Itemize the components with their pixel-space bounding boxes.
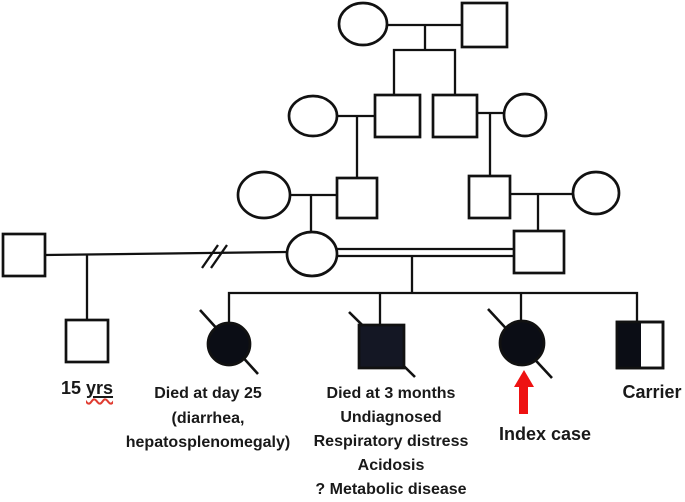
label-line: ? Metabolic disease: [315, 481, 467, 498]
individuals: [1, 1, 665, 370]
individual-gen2-wife-right: [502, 92, 548, 138]
carrier-half-fill: [617, 322, 641, 368]
label-line: Died at 3 months: [326, 385, 456, 402]
individual-father: [512, 229, 566, 275]
gen1-sibship-line: [392, 48, 457, 95]
individual-first-husband: [1, 232, 47, 278]
individual-gen2-wife-left: [287, 94, 339, 138]
label-line: (diarrhea,: [171, 409, 245, 427]
label-line: Died at day 25: [154, 385, 262, 402]
age-unit: yrs: [86, 378, 114, 398]
individual-gen1-grandmother: [337, 1, 389, 47]
individual-halfbrother-15yrs: [64, 318, 110, 364]
individual-index-case: [498, 319, 546, 367]
label-carrier: Carrier: [622, 382, 682, 402]
individual-mother: [285, 230, 339, 278]
carrier-outline: [615, 320, 665, 370]
relationship-lines: [44, 23, 639, 325]
individual-gen3-grandfather-right: [467, 174, 512, 220]
label-died-day25: Died at day 25 (diarrhea, hepatosplenome…: [112, 382, 304, 456]
separation-slash-1: [201, 244, 219, 269]
individual-gen2-son-right: [431, 93, 479, 139]
individual-gen3-grandmother-right: [571, 170, 621, 216]
label-line: hepatosplenomegaly): [125, 434, 291, 451]
label-line: Respiratory distress: [313, 433, 469, 450]
label-line: Acidosis: [357, 457, 425, 474]
individual-affected-girl-day25: [206, 321, 252, 367]
individual-gen2-son-left: [373, 93, 422, 139]
individual-affected-boy-3months: [357, 323, 406, 370]
separated-union-line: [44, 250, 288, 257]
individual-gen3-grandfather-left: [335, 176, 379, 220]
label-line: Undiagnosed: [340, 409, 442, 426]
age-number: 15: [60, 378, 81, 398]
index-case-arrow-icon: [514, 370, 534, 414]
separation-slash-2: [210, 244, 228, 269]
individual-gen1-grandfather: [460, 1, 509, 49]
gen5-sibship-line: [227, 291, 639, 323]
label-index-case: Index case: [498, 424, 592, 444]
label-died-3months: Died at 3 months Undiagnosed Respiratory…: [296, 382, 486, 502]
individual-gen3-grandmother-left: [236, 170, 292, 220]
